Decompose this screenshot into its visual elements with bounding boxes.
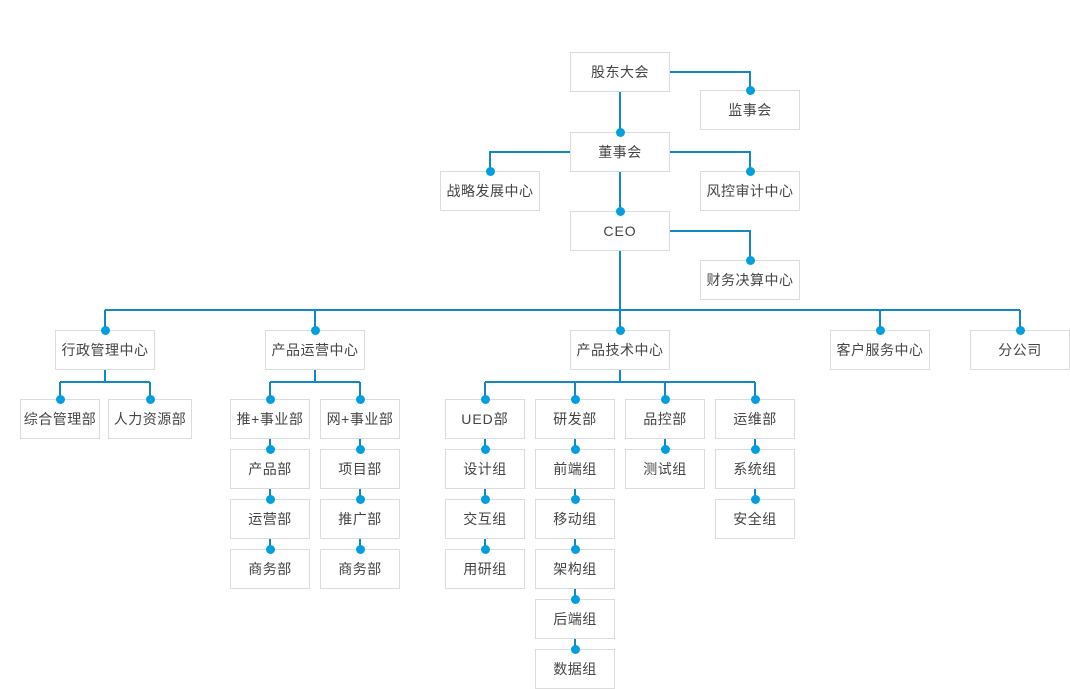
- org-node-q1[interactable]: 网+事业部: [320, 399, 400, 439]
- org-node-n4[interactable]: 战略发展中心: [440, 171, 540, 211]
- org-node-r4[interactable]: 架构组: [535, 549, 615, 589]
- org-node-q4[interactable]: 商务部: [320, 549, 400, 589]
- org-node-c2[interactable]: 产品运营中心: [265, 330, 365, 370]
- org-node-o2[interactable]: 系统组: [715, 449, 795, 489]
- org-node-n1[interactable]: 股东大会: [570, 52, 670, 92]
- org-node-a1[interactable]: 综合管理部: [20, 399, 100, 439]
- org-node-t2[interactable]: 测试组: [625, 449, 705, 489]
- org-node-c5[interactable]: 分公司: [970, 330, 1070, 370]
- org-node-r2[interactable]: 前端组: [535, 449, 615, 489]
- connector-ceo-to-finance: [670, 230, 751, 260]
- org-node-p4[interactable]: 商务部: [230, 549, 310, 589]
- org-node-q2[interactable]: 项目部: [320, 449, 400, 489]
- connector-shareholders-to-supervisors: [670, 71, 751, 90]
- org-node-t1[interactable]: 品控部: [625, 399, 705, 439]
- org-node-r3[interactable]: 移动组: [535, 499, 615, 539]
- org-node-n6[interactable]: CEO: [570, 211, 670, 251]
- org-node-n2[interactable]: 监事会: [700, 90, 800, 130]
- org-node-r6[interactable]: 数据组: [535, 649, 615, 689]
- org-node-c3[interactable]: 产品技术中心: [570, 330, 670, 370]
- org-node-a2[interactable]: 人力资源部: [108, 399, 192, 439]
- org-node-p3[interactable]: 运营部: [230, 499, 310, 539]
- org-node-n3[interactable]: 董事会: [570, 132, 670, 172]
- org-node-c4[interactable]: 客户服务中心: [830, 330, 930, 370]
- org-node-c1[interactable]: 行政管理中心: [55, 330, 155, 370]
- org-node-p2[interactable]: 产品部: [230, 449, 310, 489]
- org-node-r1[interactable]: 研发部: [535, 399, 615, 439]
- org-node-u1[interactable]: UED部: [445, 399, 525, 439]
- org-node-p1[interactable]: 推+事业部: [230, 399, 310, 439]
- org-node-q3[interactable]: 推广部: [320, 499, 400, 539]
- org-node-r5[interactable]: 后端组: [535, 599, 615, 639]
- org-node-o1[interactable]: 运维部: [715, 399, 795, 439]
- org-node-u4[interactable]: 用研组: [445, 549, 525, 589]
- org-node-n5[interactable]: 风控审计中心: [700, 171, 800, 211]
- org-node-o3[interactable]: 安全组: [715, 499, 795, 539]
- org-node-n7[interactable]: 财务决算中心: [700, 260, 800, 300]
- org-node-u2[interactable]: 设计组: [445, 449, 525, 489]
- org-node-u3[interactable]: 交互组: [445, 499, 525, 539]
